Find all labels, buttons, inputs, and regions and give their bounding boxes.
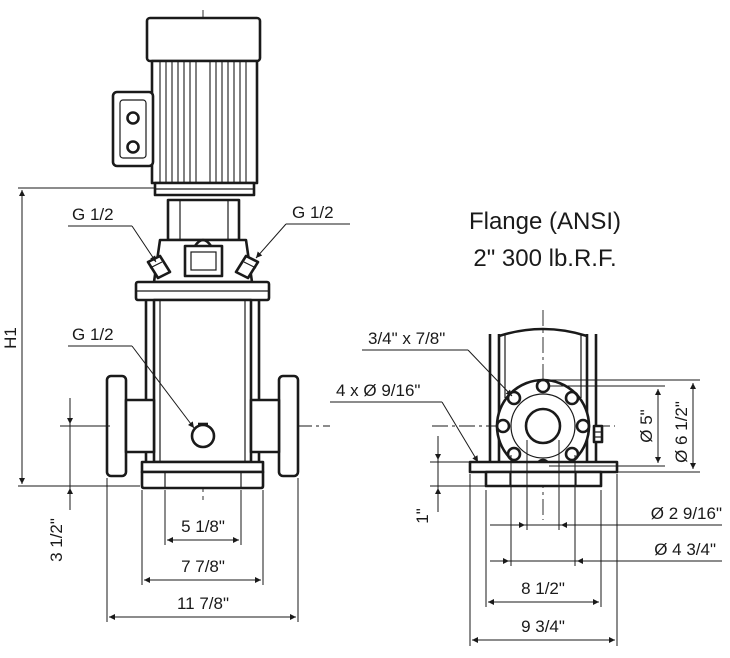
flange-face [495,378,604,474]
dim-base-height: 3 1/2" [47,518,66,562]
flange-title: Flange (ANSI) 2" 300 lb.R.F. [469,208,621,272]
label-port-drain: G 1/2 [72,325,114,344]
dim-overall-width: 11 7/8" [177,594,229,613]
dim-raised-face: Ø 4 3/4" [654,540,716,559]
motor [111,16,262,197]
vent-plug-right [234,254,260,280]
inlet-flange [105,374,156,478]
dim-foot-width: 7 7/8" [181,557,225,576]
dim-height-h1: H1 [1,327,20,349]
front-view: H1 3 1/2" 5 1/8" 7 7/8" 11 7/8" G 1/2 G … [1,10,350,622]
outlet-flange [249,374,300,478]
dim-base-length: 9 3/4" [521,617,565,636]
dim-bore: Ø 2 9/16" [651,504,722,523]
dim-bolt-circle: Ø 5" [637,409,656,442]
dim-flange-od: Ø 6 1/2" [672,401,691,463]
dim-hole-spacing: 8 1/2" [521,579,565,598]
label-slot: 3/4" x 7/8" [368,329,445,348]
label-port-top-left: G 1/2 [72,205,114,224]
side-view: 1" Ø 2 9/16" Ø 4 3/4" 8 1/2" 9 3/4" Ø 5"… [330,310,722,646]
motor-fins [159,61,247,183]
label-port-top-right: G 1/2 [292,203,334,222]
pump-base [140,460,265,490]
label-holes: 4 x Ø 9/16" [336,381,420,400]
drain-plug [190,422,216,449]
dim-foot-height: 1" [413,508,432,524]
title-line-1: Flange (ANSI) [469,208,621,235]
coupling [152,198,254,284]
dim-inner-width: 5 1/8" [181,517,225,536]
title-line-2: 2" 300 lb.R.F. [473,245,616,272]
